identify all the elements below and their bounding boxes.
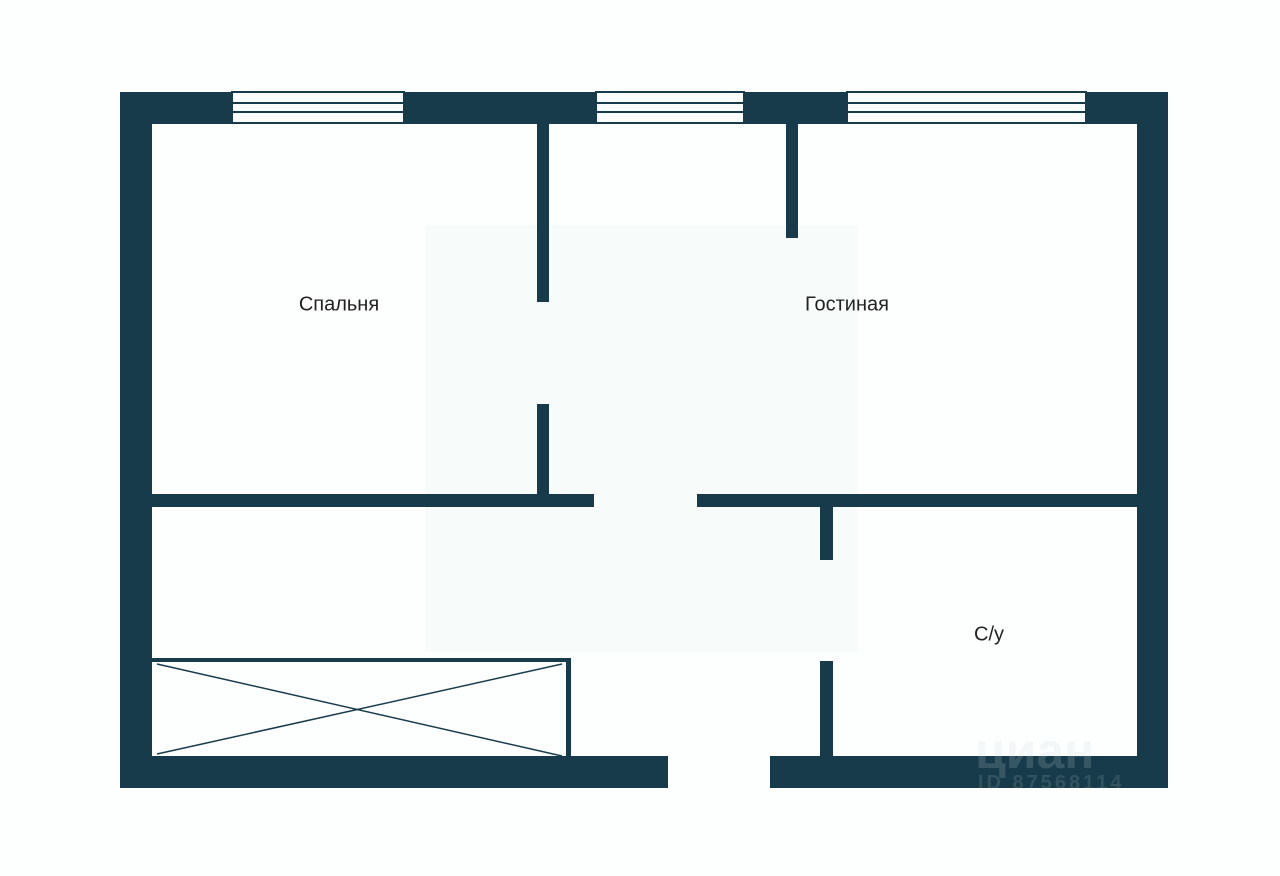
interior-wall [786, 124, 798, 238]
window-living-room [846, 91, 1087, 124]
outer-wall-right [1137, 92, 1168, 788]
interior-wall [820, 507, 833, 560]
outer-wall-left [120, 92, 152, 788]
window-center [595, 91, 745, 124]
interior-wall [537, 124, 549, 302]
window-bedroom [231, 91, 405, 124]
interior-wall [697, 494, 1137, 507]
room-label-bathroom: С/у [974, 623, 1004, 646]
outer-wall-bottom-left [120, 756, 668, 788]
room-label-bedroom: Спальня [298, 293, 380, 316]
watermark-id: ID 87568114 [978, 772, 1125, 794]
watermark-logo: циан [975, 723, 1095, 779]
closet [152, 658, 571, 758]
interior-wall [820, 661, 833, 756]
room-label-living-room: Гостиная [805, 293, 889, 316]
interior-wall [152, 494, 594, 507]
interior-wall [537, 404, 549, 500]
center-highlight [425, 225, 858, 652]
outer-wall-bottom-right [770, 756, 1168, 788]
